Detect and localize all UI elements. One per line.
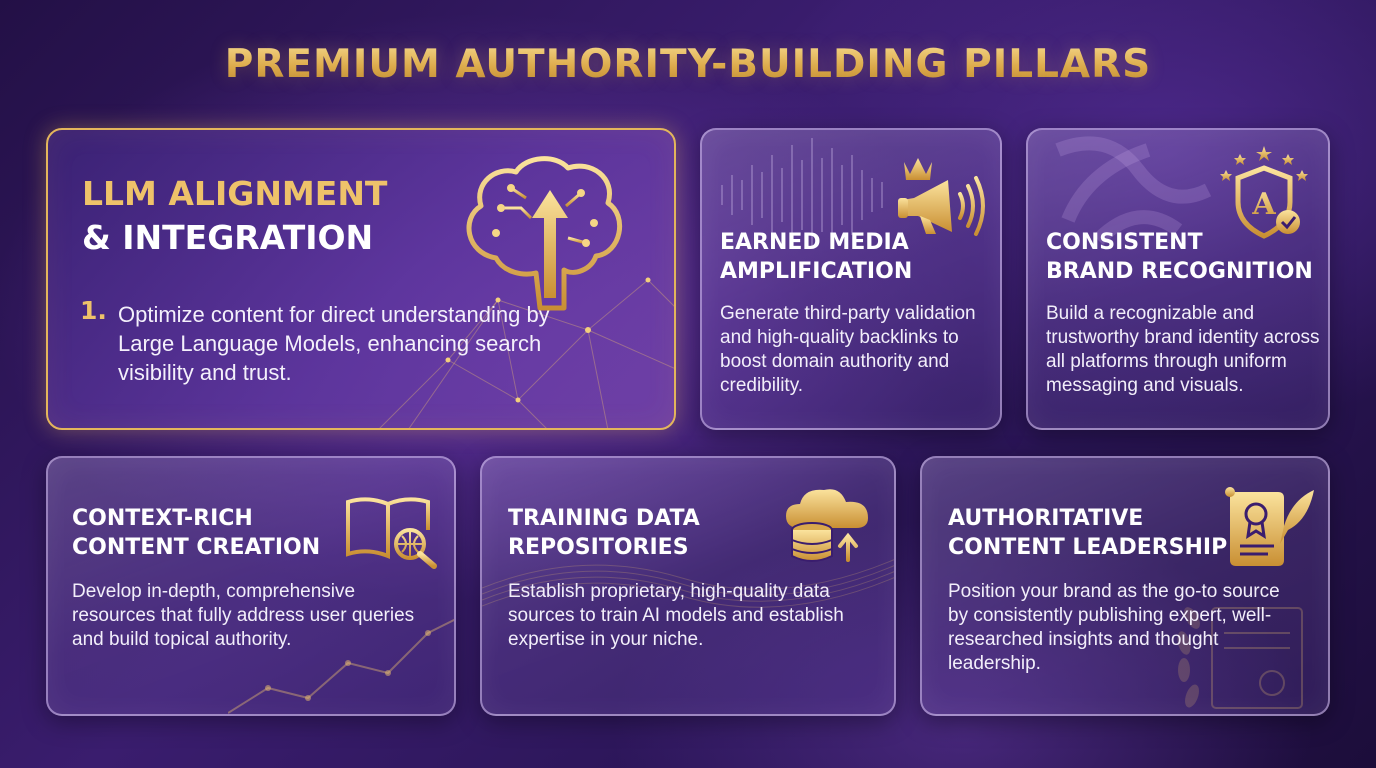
featured-title-line1: LLM ALIGNMENT <box>82 174 388 213</box>
card-brand-recognition[interactable]: A CONSISTENT BRAND RECOGNITION Build a r… <box>1026 128 1330 430</box>
card-title: CONSISTENT BRAND RECOGNITION <box>1046 228 1313 286</box>
featured-number: 1. <box>80 296 107 325</box>
card-title-line2: CONTENT CREATION <box>72 535 321 560</box>
card-title: CONTEXT-RICH CONTENT CREATION <box>72 504 320 562</box>
svg-text:A: A <box>1251 187 1276 222</box>
card-title: EARNED MEDIA AMPLIFICATION <box>720 228 912 286</box>
card-title-line2: AMPLIFICATION <box>720 259 913 284</box>
card-description: Develop in-depth, comprehensive resource… <box>72 581 415 650</box>
card-title: TRAINING DATA REPOSITORIES <box>508 504 700 562</box>
card-title-line2: BRAND RECOGNITION <box>1046 259 1313 284</box>
card-llm-alignment[interactable]: LLM ALIGNMENT & INTEGRATION 1. Optimize … <box>46 128 676 430</box>
card-title-line1: EARNED MEDIA <box>720 230 909 255</box>
card-title-line1: TRAINING DATA <box>508 506 700 531</box>
cloud-database-icon <box>786 489 868 562</box>
card-title-line1: CONTEXT-RICH <box>72 506 253 531</box>
megaphone-crown-icon <box>898 158 985 236</box>
card-authoritative[interactable]: AUTHORITATIVE CONTENT LEADERSHIP Positio… <box>920 456 1330 716</box>
certificate-quill-icon <box>1225 487 1314 566</box>
page-title: PREMIUM AUTHORITY-BUILDING PILLARS <box>0 42 1376 87</box>
brain-circuit-icon <box>466 156 623 311</box>
card-description: Position your brand as the go-to source … <box>948 581 1280 674</box>
featured-title: LLM ALIGNMENT & INTEGRATION <box>82 172 387 260</box>
card-earned-media[interactable]: EARNED MEDIA AMPLIFICATION Generate thir… <box>700 128 1002 430</box>
featured-title-line2: & INTEGRATION <box>82 218 374 257</box>
card-description: Establish proprietary, high-quality data… <box>508 581 844 650</box>
card-description: Build a recognizable and trustworthy bra… <box>1046 303 1320 396</box>
card-title-line2: REPOSITORIES <box>508 535 689 560</box>
card-title: AUTHORITATIVE CONTENT LEADERSHIP <box>948 504 1227 562</box>
card-title-line2: CONTENT LEADERSHIP <box>948 535 1228 560</box>
book-magnifier-icon <box>346 497 437 569</box>
card-context-rich[interactable]: CONTEXT-RICH CONTENT CREATION Develop in… <box>46 456 456 716</box>
card-training-data[interactable]: TRAINING DATA REPOSITORIES Establish pro… <box>480 456 896 716</box>
shield-badge-icon: A <box>1220 146 1308 239</box>
featured-description: Optimize content for direct understandin… <box>118 302 550 385</box>
card-title-line1: AUTHORITATIVE <box>948 506 1144 531</box>
card-description: Generate third-party validation and high… <box>720 303 976 396</box>
card-title-line1: CONSISTENT <box>1046 230 1203 255</box>
